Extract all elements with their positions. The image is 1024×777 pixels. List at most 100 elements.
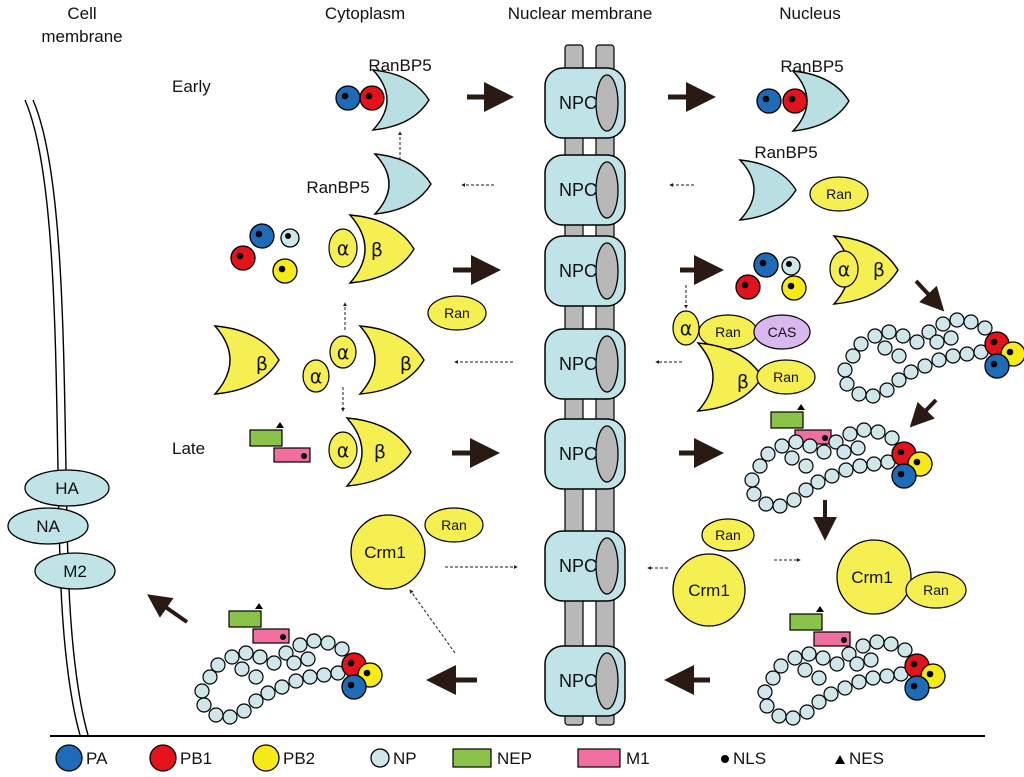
pb1-swatch [149, 744, 177, 772]
importin-alpha-beta-late-cytoplasm: α β [328, 417, 412, 487]
npc-7: NPC [544, 645, 626, 717]
npc-6: NPC [544, 530, 626, 602]
arrow-rnp-assembly [914, 279, 945, 312]
polymerase-subunits-nucleus [735, 252, 807, 301]
membrane-protein-na: NA [7, 507, 89, 545]
legend-m1-label: M1 [626, 749, 650, 768]
npc-label: NPC [559, 354, 597, 374]
beta-label: β [400, 353, 412, 375]
ran-cytoplasm: Ran [427, 295, 487, 331]
nep-m1-cytoplasm-export [228, 602, 290, 644]
nep-m1-cytoplasm [249, 421, 311, 463]
npc-3: NPC [544, 235, 626, 307]
ran-label: Ran [826, 186, 852, 202]
nep-swatch [452, 748, 492, 768]
membrane-protein-ha: HA [24, 469, 110, 507]
ranbp5-label: RanBP5 [368, 56, 431, 75]
importin-beta-free-2: β [359, 325, 425, 395]
legend-pa: PA [55, 744, 108, 772]
header-cytoplasm: Cytoplasm [325, 4, 405, 23]
legend-pb1-label: PB1 [180, 749, 212, 768]
beta-label: β [374, 441, 386, 463]
legend-pb2-label: PB2 [283, 749, 315, 768]
npc-label: NPC [559, 180, 597, 200]
alpha-label: α [680, 318, 693, 340]
np-swatch [370, 748, 390, 768]
ran-label: Ran [441, 517, 467, 533]
npc-label: NPC [559, 261, 597, 281]
m2-label: M2 [63, 562, 87, 581]
crm1-label: Crm1 [688, 581, 730, 600]
legend-pb2: PB2 [252, 744, 315, 772]
legend-nls: NLS [721, 749, 766, 768]
legend-nes: NES [835, 749, 884, 768]
legend-np: NP [370, 748, 417, 768]
legend-np-label: NP [393, 749, 417, 768]
crm1-ran-nucleus: Crm1 Ran [836, 539, 967, 615]
legend-pb1: PB1 [149, 744, 212, 772]
vrnp-nucleus-2 [745, 423, 932, 513]
npc-5: NPC [544, 418, 626, 490]
alpha-label: α [337, 342, 350, 364]
alpha-label: α [838, 259, 851, 281]
nes-swatch [835, 755, 845, 764]
importin-alpha-beta-nucleus: α β [829, 235, 899, 305]
arrow-rnp-binding [909, 398, 938, 428]
legend-pa-label: PA [86, 749, 108, 768]
importin-alpha-free-1: α [302, 359, 330, 393]
beta-label: β [737, 371, 749, 393]
ran-nucleus-free: Ran [701, 518, 755, 552]
ran-label: Ran [923, 582, 949, 598]
npc-label: NPC [559, 444, 597, 464]
alpha-label: α [337, 238, 350, 260]
pa-swatch [55, 744, 83, 772]
ranbp5-pa-pb1-nucleus: RanBP5 [756, 57, 850, 132]
polymerase-subunits-cytoplasm [230, 223, 300, 284]
vrnp-nucleus-3 [758, 635, 945, 725]
cell-membrane [24, 99, 89, 736]
ran-label: Ran [715, 324, 741, 340]
stage-early: Early [172, 77, 211, 96]
beta-label: β [256, 353, 268, 375]
ranbp5-ran-nucleus: RanBP5 Ran [739, 143, 869, 221]
stage-late: Late [172, 439, 205, 458]
legend-m1: M1 [577, 748, 650, 768]
alpha-label: α [310, 366, 323, 388]
ran-label: Ran [444, 305, 470, 321]
header-cell-membrane-line2: membrane [41, 27, 122, 46]
nep-m1-nucleus-export [789, 605, 851, 647]
npc-2: NPC [544, 154, 626, 226]
importin-alpha-free-2: α [329, 335, 357, 369]
na-label: NA [36, 517, 60, 536]
ranbp5-pa-pb1-cytoplasm: RanBP5 [335, 56, 432, 131]
membrane-protein-m2: M2 [34, 552, 116, 590]
ha-label: HA [55, 479, 79, 498]
cas-label: CAS [768, 324, 797, 340]
npc-label: NPC [559, 93, 597, 113]
header-nucleus: Nucleus [779, 4, 840, 23]
ran-label: Ran [715, 527, 741, 543]
header-cell-membrane: Cell [67, 4, 96, 23]
ranbp5-label: RanBP5 [306, 178, 369, 197]
npc-label: NPC [559, 556, 597, 576]
npc-label: NPC [559, 671, 597, 691]
m1-swatch [577, 748, 621, 768]
ranbp5-free-cytoplasm: RanBP5 [306, 153, 432, 215]
header-nuclear-membrane: Nuclear membrane [508, 4, 653, 23]
arrow-to-membrane [147, 594, 189, 624]
beta-label: β [873, 259, 885, 281]
legend-nls-label: NLS [733, 749, 766, 768]
legend-nes-label: NES [849, 749, 884, 768]
crm1-label: Crm1 [851, 568, 893, 587]
npc-1: NPC [544, 67, 626, 139]
alpha-ran-cas-complex: α Ran CAS [672, 310, 811, 350]
crm1-nucleus-middle: Crm1 [672, 553, 746, 627]
beta-ran-complex: β Ran [697, 342, 816, 412]
legend: PA PB1 PB2 NP NEP M1 NLS NES [55, 744, 884, 772]
legend-nep-label: NEP [497, 749, 532, 768]
vrnp-cytoplasm [195, 634, 382, 724]
crm1-label: Crm1 [364, 543, 406, 562]
legend-nep: NEP [452, 748, 532, 768]
importin-alpha-beta-cytoplasm: α β [328, 214, 415, 284]
